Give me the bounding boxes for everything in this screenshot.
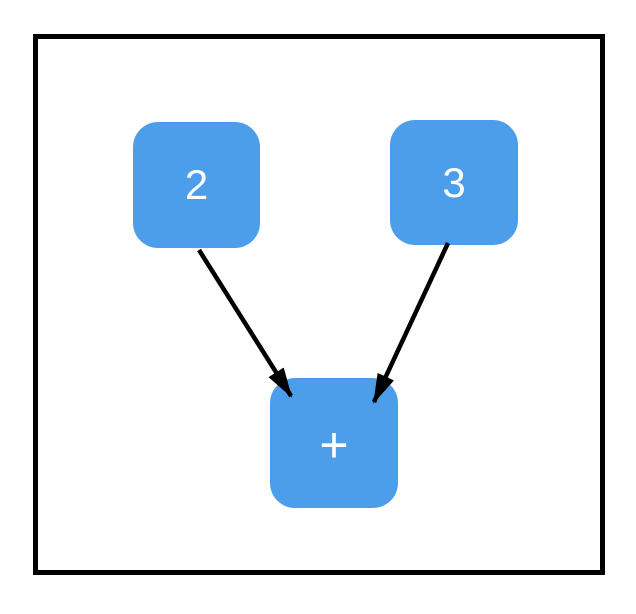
node-operand-right: 3 (390, 120, 518, 245)
node-operand-left-label: 2 (184, 161, 209, 208)
diagram-frame (33, 34, 605, 575)
node-operator-plus: + (270, 378, 398, 508)
node-operand-left: 2 (133, 122, 260, 248)
node-operator-plus-label: + (319, 417, 349, 473)
node-operand-right-label: 3 (442, 158, 466, 206)
